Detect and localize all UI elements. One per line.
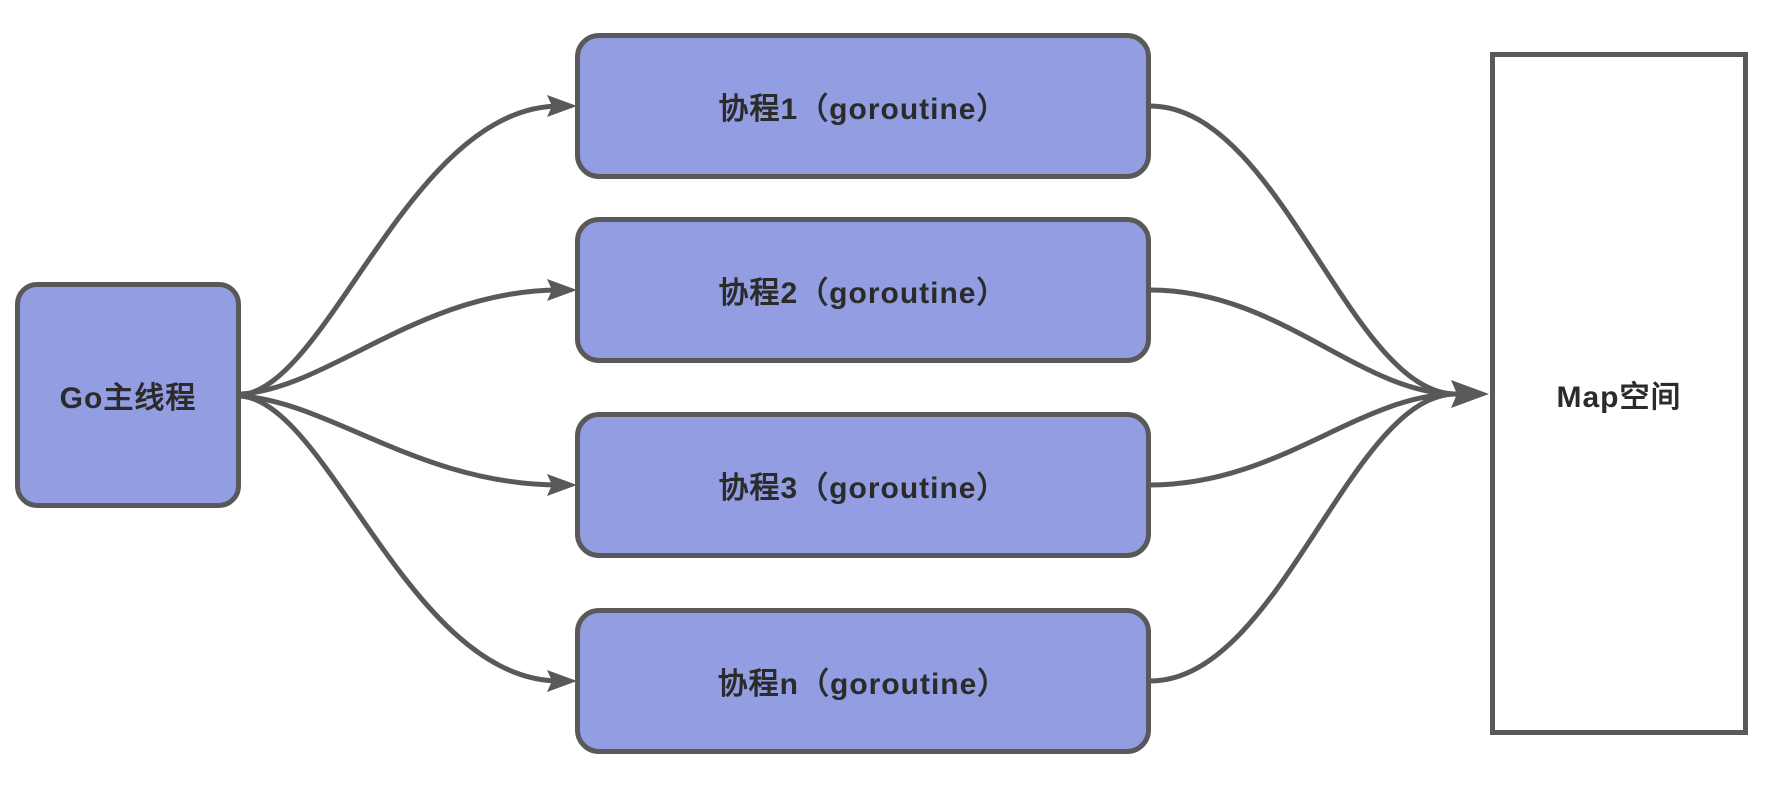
node-goroutine-3-label: 协程3（goroutine） — [718, 472, 1008, 505]
arrowhead-goroutine-1 — [547, 95, 577, 117]
arrow-main-to-goroutine-4 — [238, 393, 563, 684]
arrow-goroutine-4-to-map — [1147, 391, 1459, 684]
node-goroutine-1-label: 协程1（goroutine） — [718, 93, 1008, 126]
node-goroutine-3: 协程3（goroutine） — [575, 412, 1151, 558]
arrow-main-to-goroutine-3 — [238, 393, 563, 488]
node-go-main-thread-label: Go主线程 — [59, 382, 197, 415]
node-map-space-label: Map空间 — [1556, 380, 1682, 414]
node-goroutine-n: 协程n（goroutine） — [575, 608, 1151, 754]
arrow-main-to-goroutine-1 — [238, 103, 563, 398]
arrowhead-goroutine-3 — [547, 474, 577, 496]
node-goroutine-n-label: 协程n（goroutine） — [717, 668, 1009, 701]
node-goroutine-1: 协程1（goroutine） — [575, 33, 1151, 179]
arrow-main-to-goroutine-2 — [238, 287, 563, 397]
arrow-goroutine-1-to-map — [1147, 103, 1459, 397]
node-goroutine-2: 协程2（goroutine） — [575, 217, 1151, 363]
node-map-space: Map空间 — [1490, 52, 1748, 735]
arrow-goroutine-3-to-map — [1147, 391, 1459, 488]
arrowhead-map — [1451, 380, 1489, 408]
arrowhead-goroutine-4 — [547, 670, 577, 692]
arrowhead-goroutine-2 — [547, 279, 577, 301]
node-go-main-thread: Go主线程 — [15, 282, 241, 508]
node-goroutine-2-label: 协程2（goroutine） — [718, 277, 1008, 310]
arrow-goroutine-2-to-map — [1147, 287, 1459, 397]
